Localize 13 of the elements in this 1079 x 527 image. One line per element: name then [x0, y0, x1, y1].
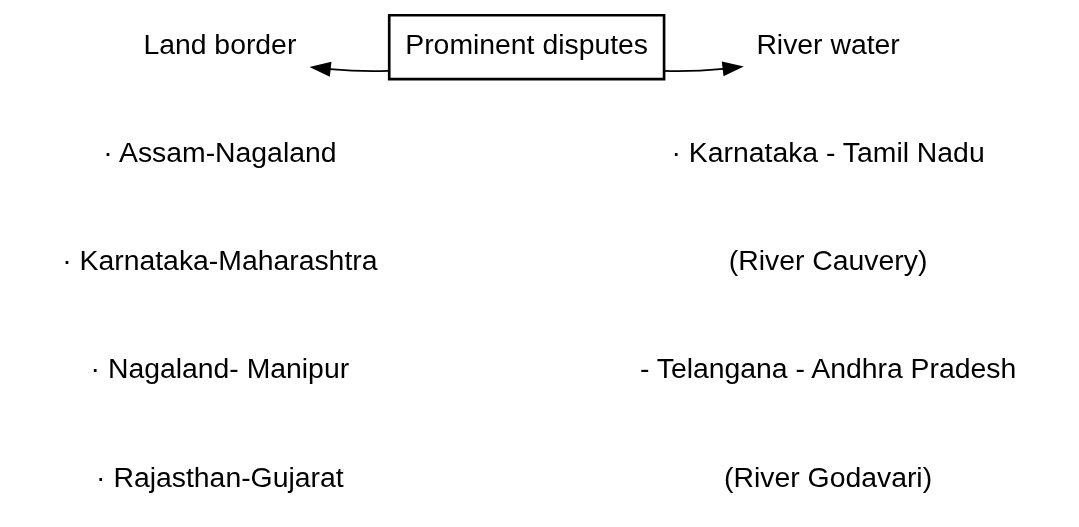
node-box: Prominent disputes	[387, 13, 666, 81]
label: (River Cauvery)	[728, 244, 928, 277]
node-text: Land border	[143, 27, 297, 60]
node-text: River water	[756, 27, 900, 60]
label: (River Godavari)	[724, 460, 933, 493]
label: · Karnataka-Maharashtra	[62, 244, 378, 277]
label: · Karnataka - Tamil Nadu	[671, 136, 985, 169]
label: · Nagaland- Manipur	[90, 352, 350, 385]
arrow	[663, 61, 744, 77]
arrow	[309, 61, 390, 77]
label: - Telangana - Andhra Pradesh	[639, 352, 1017, 385]
label: · Rajasthan-Gujarat	[96, 460, 344, 493]
label: · Assam-Nagaland	[103, 136, 337, 169]
